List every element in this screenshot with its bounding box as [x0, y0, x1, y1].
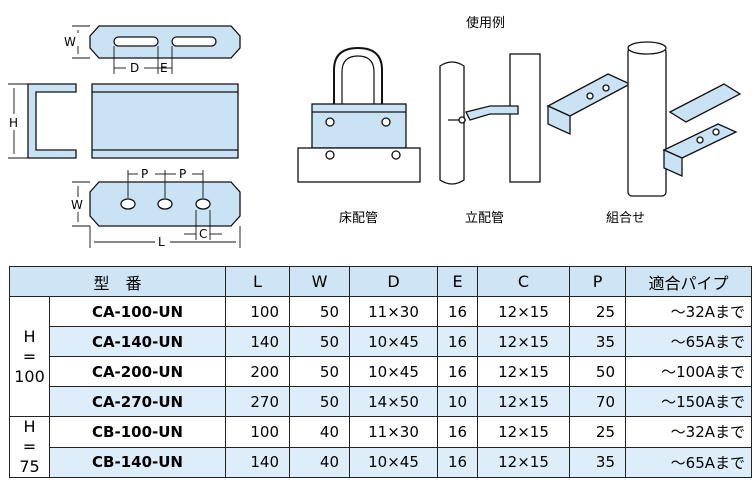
cell-p: 25 — [569, 416, 627, 448]
cell-e: 10 — [437, 386, 479, 417]
cell-pipe: ～150Aまで — [625, 386, 753, 417]
cell-model: CA-200-UN — [48, 356, 227, 387]
cell-pipe: ～65Aまで — [625, 326, 753, 357]
cell-w: 50 — [289, 386, 351, 417]
dim-w-top: W — [64, 35, 76, 49]
cell-w: 40 — [289, 416, 351, 448]
cell-l: 200 — [225, 356, 291, 387]
slot-right — [171, 36, 217, 47]
header-e: E — [437, 266, 479, 297]
cell-model: CA-100-UN — [48, 296, 227, 327]
cell-c: 12×15 — [477, 326, 571, 357]
cell-model: CB-140-UN — [48, 446, 227, 478]
cell-l: 100 — [225, 416, 291, 448]
cell-e: 16 — [437, 356, 479, 387]
dim-e: E — [160, 61, 168, 75]
caption-combination: 組合せ — [606, 211, 646, 226]
usage-vertical-piping — [439, 53, 541, 185]
plate-top-view — [89, 25, 241, 59]
cell-d: 14×50 — [349, 386, 439, 417]
cell-c: 12×15 — [477, 446, 571, 478]
cell-d: 11×30 — [349, 296, 439, 327]
cell-w: 50 — [289, 326, 351, 357]
header-d: D — [349, 266, 439, 297]
dim-c: C — [199, 227, 208, 241]
group-h75: H = 75 — [9, 416, 50, 478]
cell-model: CA-140-UN — [48, 326, 227, 357]
hole-3 — [195, 198, 211, 210]
cell-pipe: ～65Aまで — [625, 446, 753, 478]
cell-pipe: ～32Aまで — [625, 296, 753, 327]
table-row: H = 75 CB-100-UN 100 40 11×30 16 12×15 2… — [9, 416, 753, 478]
header-pipe: 適合パイプ — [625, 266, 753, 297]
cell-l: 100 — [225, 296, 291, 327]
cell-e: 16 — [437, 416, 479, 448]
technical-drawing: W D E H P P W C L 使用例 床配管 立配管 組合せ — [8, 16, 742, 249]
cell-pipe: ～100Aまで — [625, 356, 753, 387]
hole-1 — [120, 198, 136, 210]
dim-w-bottom: W — [71, 198, 83, 212]
cell-w: 50 — [289, 356, 351, 387]
header-model: 型 番 — [8, 266, 227, 297]
usage-title: 使用例 — [466, 16, 506, 31]
cell-p: 25 — [569, 296, 627, 327]
cell-c: 12×15 — [477, 356, 571, 387]
cell-d: 10×45 — [349, 446, 439, 478]
group-h100: H = 100 — [9, 296, 50, 417]
dim-l: L — [158, 235, 165, 249]
group-h75-line2: = — [22, 437, 37, 456]
cell-e: 16 — [437, 296, 479, 327]
cell-d: 10×45 — [349, 326, 439, 357]
spec-table: 型 番 L W D E C P 適合パイプ H = 100 CA-100-UN … — [8, 266, 753, 478]
cell-p: 35 — [569, 326, 627, 357]
cell-w: 40 — [289, 446, 351, 478]
table-row: CA-270-UN 270 50 14×50 10 12×15 70 ～150A… — [10, 386, 753, 417]
cell-w: 50 — [289, 296, 351, 327]
caption-floor-piping: 床配管 — [339, 211, 379, 226]
usage-floor-piping — [297, 46, 421, 183]
cell-l: 140 — [225, 446, 291, 478]
group-h100-line3: 100 — [14, 366, 45, 386]
dim-h: H — [9, 116, 19, 130]
group-h100-line1: H — [23, 326, 36, 346]
group-h100-line2: = — [22, 346, 37, 366]
cell-l: 140 — [225, 326, 291, 357]
dim-p1: P — [141, 167, 149, 181]
cell-model: CA-270-UN — [48, 386, 227, 417]
slot-left — [113, 36, 159, 47]
cell-c: 12×15 — [477, 296, 571, 327]
drawing-svg — [8, 25, 742, 248]
cell-e: 16 — [437, 326, 479, 357]
caption-vertical-piping: 立配管 — [465, 211, 505, 226]
table-row: H = 100 CA-100-UN 100 50 11×30 16 12×15 … — [9, 296, 753, 417]
cell-e: 16 — [437, 446, 479, 478]
channel-profile — [27, 83, 77, 159]
table-header-row: 型 番 L W D E C P 適合パイプ — [8, 266, 753, 297]
header-l: L — [225, 266, 291, 297]
hole-2 — [157, 198, 173, 210]
header-p: P — [569, 266, 627, 297]
cell-model: CB-100-UN — [48, 416, 227, 448]
table-row: CA-140-UN 140 50 10×45 16 12×15 35 ～65Aま… — [10, 326, 753, 357]
cell-p: 35 — [569, 446, 627, 478]
channel-front-view — [91, 83, 239, 159]
table-row: CA-200-UN 200 50 10×45 16 12×15 50 ～100A… — [10, 356, 753, 387]
group-h75-line1: H — [23, 417, 36, 436]
cell-p: 70 — [569, 386, 627, 417]
header-w: W — [289, 266, 351, 297]
cell-d: 11×30 — [349, 416, 439, 448]
cell-pipe: ～32Aまで — [625, 416, 753, 448]
dim-p2: P — [179, 167, 187, 181]
cell-c: 12×15 — [477, 416, 571, 448]
group-h75-line3: 75 — [19, 457, 40, 476]
dim-d: D — [130, 61, 140, 75]
cell-p: 50 — [569, 356, 627, 387]
cell-c: 12×15 — [477, 386, 571, 417]
cell-d: 10×45 — [349, 356, 439, 387]
usage-combination — [546, 41, 742, 197]
header-c: C — [477, 266, 571, 297]
cell-l: 270 — [225, 386, 291, 417]
table-row: CB-140-UN 140 40 10×45 16 12×15 35 ～65Aま… — [10, 446, 753, 478]
